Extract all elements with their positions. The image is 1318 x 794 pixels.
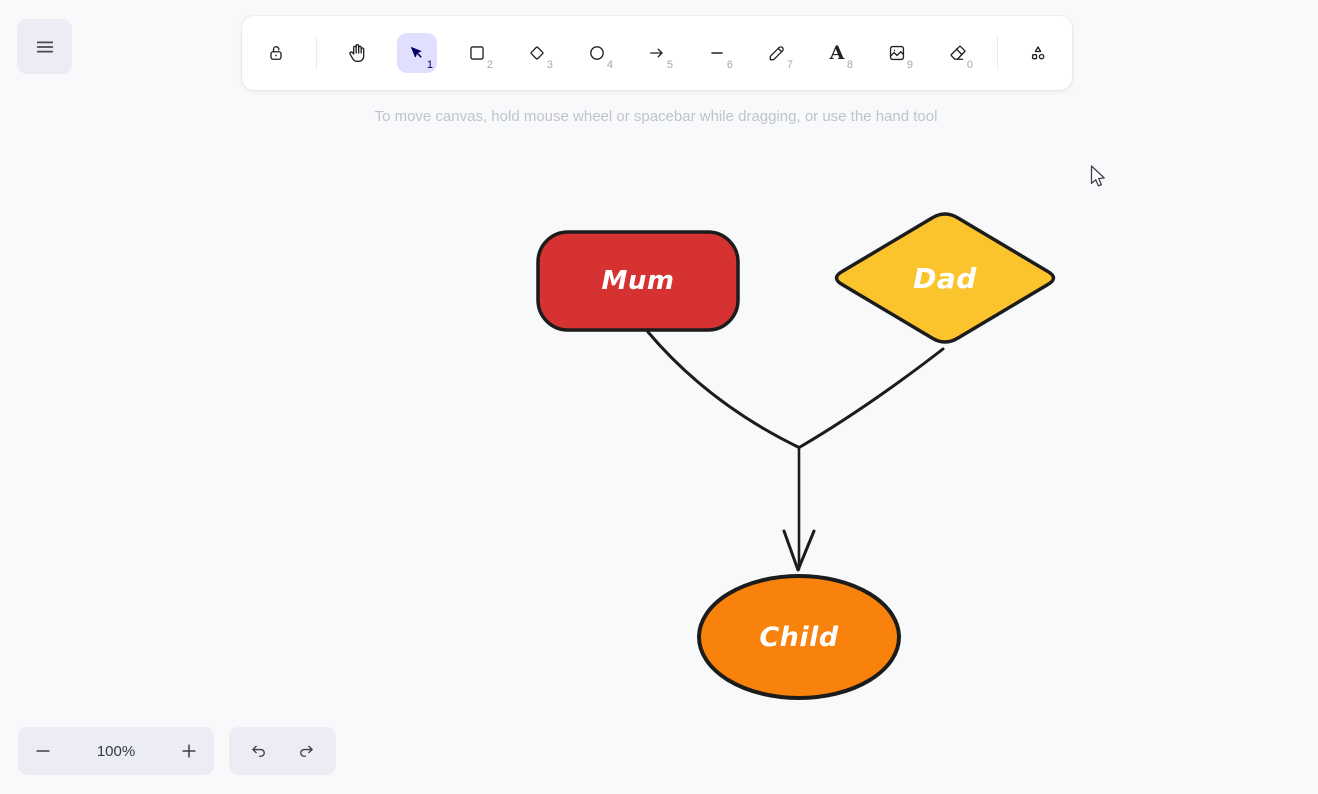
rectangle-icon (467, 43, 487, 63)
tool-shortcut: 3 (547, 59, 553, 71)
main-menu-button[interactable] (17, 19, 72, 74)
tool-island: 1 2 3 4 5 6 7 A 8 (242, 16, 1072, 90)
minus-icon (33, 741, 53, 761)
redo-icon (297, 742, 316, 761)
toolbar-divider (997, 36, 998, 70)
tool-hand[interactable] (337, 33, 377, 73)
tool-image[interactable]: 9 (877, 33, 917, 73)
plus-icon (179, 741, 199, 761)
tool-shortcut: 9 (907, 59, 913, 71)
zoom-in-button[interactable] (170, 732, 208, 770)
tool-shortcut: 5 (667, 59, 673, 71)
mouse-pointer-cursor (1086, 164, 1110, 192)
edge-dad-junction[interactable] (800, 349, 943, 447)
tool-shortcut: 7 (787, 59, 793, 71)
zoom-level[interactable]: 100% (97, 743, 135, 760)
undo-button[interactable] (239, 732, 277, 770)
tool-ellipse[interactable]: 4 (577, 33, 617, 73)
hand-icon (347, 43, 367, 63)
tool-shortcut: 2 (487, 59, 493, 71)
tool-shortcut: 4 (607, 59, 613, 71)
node-dad[interactable] (837, 214, 1054, 342)
line-icon (707, 43, 727, 63)
diamond-icon (527, 43, 547, 63)
unlock-icon (266, 43, 286, 63)
node-child[interactable] (699, 576, 899, 698)
history-panel (229, 727, 336, 775)
toolbar-divider (316, 36, 317, 70)
tool-selection[interactable]: 1 (397, 33, 437, 73)
hamburger-icon (34, 36, 56, 58)
tool-eraser[interactable]: 0 (937, 33, 977, 73)
zoom-panel: 100% (18, 727, 214, 775)
image-icon (887, 43, 907, 63)
tool-lock[interactable] (256, 33, 296, 73)
tool-rectangle[interactable]: 2 (457, 33, 497, 73)
tool-extra-tools[interactable] (1018, 33, 1058, 73)
text-icon: A (830, 44, 845, 63)
tool-shortcut: 8 (847, 59, 853, 71)
tool-diamond[interactable]: 3 (517, 33, 557, 73)
tool-shortcut: 0 (967, 59, 973, 71)
tool-arrow[interactable]: 5 (637, 33, 677, 73)
cursor-icon (407, 43, 427, 63)
pencil-icon (767, 43, 787, 63)
tool-text[interactable]: A 8 (817, 33, 857, 73)
tool-shortcut: 1 (427, 59, 433, 71)
ellipse-icon (587, 43, 607, 63)
tool-draw[interactable]: 7 (757, 33, 797, 73)
eraser-icon (947, 43, 967, 63)
redo-button[interactable] (288, 732, 326, 770)
node-mum[interactable] (538, 232, 738, 330)
tool-line[interactable]: 6 (697, 33, 737, 73)
arrow-icon (647, 43, 667, 63)
edges (648, 332, 943, 570)
edge-mum-junction[interactable] (648, 332, 798, 447)
zoom-out-button[interactable] (24, 732, 62, 770)
tool-shortcut: 6 (727, 59, 733, 71)
canvas-hint: To move canvas, hold mouse wheel or spac… (242, 108, 1070, 125)
shapes-icon (1028, 43, 1048, 63)
undo-icon (249, 742, 268, 761)
